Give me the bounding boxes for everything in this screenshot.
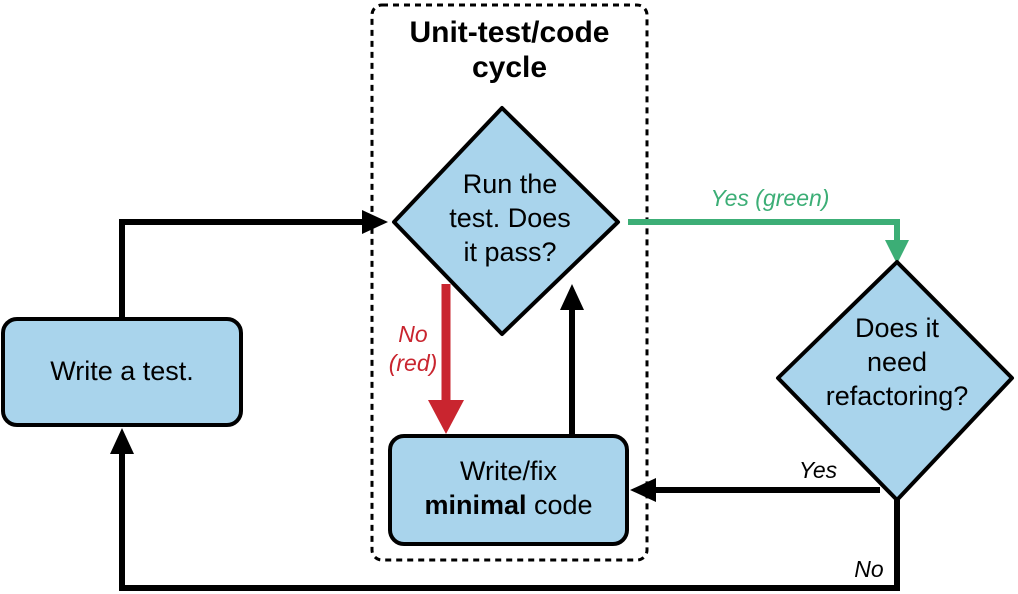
edge-label-no: No [854, 556, 884, 582]
fix-code-bold: minimal [424, 489, 527, 520]
run-test-line3: it pass? [463, 236, 557, 267]
cycle-boundary [370, 3, 649, 562]
arrow-head-refactor-no [110, 428, 134, 454]
cycle-title-line2: cycle [471, 50, 548, 84]
arrow-head-refactor-yes [630, 478, 656, 502]
edge-label-yes-green: Yes (green) [710, 185, 830, 211]
arrow-write-to-run [119, 219, 368, 320]
refactor-line2: need [866, 346, 928, 377]
node-run-test [392, 106, 620, 336]
edge-label-yes: Yes [798, 457, 838, 483]
fix-code-line1: Write/fix [459, 456, 557, 486]
arrow-head-no-red [428, 400, 464, 434]
arrow-head-yes-green [885, 240, 909, 264]
refactor-line3: refactoring? [825, 380, 969, 411]
fix-code-line2: minimal code [390, 489, 627, 523]
refactor-line1: Does it [854, 313, 940, 343]
fix-code-label: Write/fix minimal code [390, 455, 627, 523]
cycle-title: Unit-test/code cycle [382, 16, 637, 85]
run-test-line1: Run the [462, 169, 558, 199]
arrow-yes-green [628, 219, 900, 246]
edge-label-no-red-line2: (red) [388, 349, 438, 376]
node-write-test [1, 317, 243, 427]
refactor-label: Does it need refactoring? [800, 312, 994, 413]
arrow-head-write-to-run [362, 210, 388, 234]
arrow-head-fix-to-run [560, 284, 584, 310]
node-fix-code [388, 434, 629, 546]
run-test-line2: test. Does [449, 202, 571, 233]
run-test-label: Run the test. Does it pass? [420, 168, 600, 269]
arrow-refactor-no [119, 452, 900, 591]
edge-label-no-red: No (red) [380, 320, 446, 378]
node-refactor [776, 260, 1014, 502]
write-test-label: Write a test. [50, 356, 194, 386]
edge-label-no-red-line1: No [398, 321, 428, 347]
cycle-title-line1: Unit-test/code [409, 16, 610, 49]
fix-code-rest: code [526, 489, 593, 520]
